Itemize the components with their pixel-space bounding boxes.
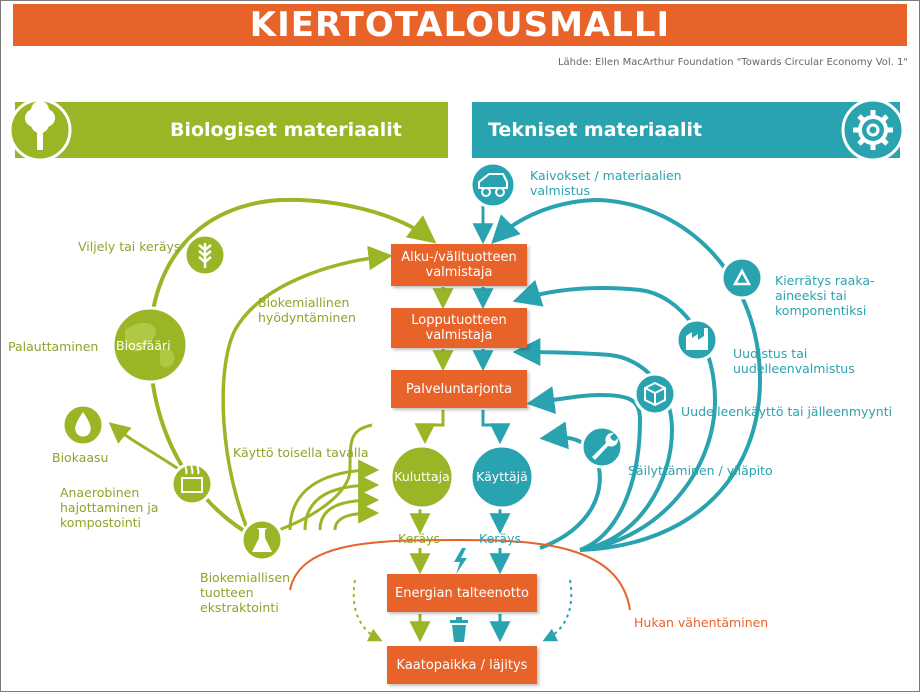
tree-icon [25, 101, 55, 150]
user-node [469, 444, 535, 510]
bio-header: Biologiset materiaalit [170, 119, 402, 141]
lightning-icon [454, 548, 467, 574]
maintenance-label: Säilyttäminen / ylläpito [628, 463, 773, 478]
factory-icon [686, 328, 708, 350]
reuse-label: Uudelleenkäyttö tai jälleenmyynti [681, 404, 893, 419]
biogas-label: Biokaasu [52, 450, 109, 465]
cascade-arcs [288, 459, 380, 531]
bio-collection-label: Keräys [398, 531, 440, 546]
trash-icon [450, 617, 468, 642]
cascades-label: Käyttö toisella tavalla [233, 445, 369, 460]
parts-manufacturer-box: Alku-/välituotteen valmistaja [391, 244, 527, 286]
energy-recovery-box: Energian talteenotto [387, 574, 537, 612]
drop-icon [75, 412, 91, 437]
recycle-icon [732, 268, 752, 286]
tech-header-band [472, 102, 900, 158]
tech-header: Tekniset materiaalit [488, 119, 703, 141]
restoration-label: Palauttaminen [8, 339, 99, 354]
box-icon [644, 381, 666, 407]
gear-badge [841, 98, 905, 162]
globe-icon [125, 322, 175, 368]
cultivation-label: Viljely tai keräys [78, 239, 181, 254]
truck-icon [478, 173, 508, 197]
extraction-label: Biokemiallisen tuotteen ekstraktointi [200, 570, 291, 615]
consumer-label: Kuluttaja [394, 469, 450, 484]
bio-cycle [108, 197, 437, 542]
wheat-icon [198, 243, 212, 268]
bio-header-band [15, 102, 448, 158]
flask-icon [252, 528, 272, 552]
biosphere-label: Biosfääri [116, 338, 171, 353]
mining-label: Kaivokset / materiaalien valmistus [530, 168, 682, 198]
anaerobic-label: Anaerobinen hajottaminen ja kompostointi [60, 485, 159, 530]
consumer-node [389, 444, 455, 510]
user-label: Käyttäjä [476, 469, 528, 484]
wrench-icon [592, 432, 619, 460]
diagram-title: KIERTOTALOUSMALLI [249, 5, 671, 45]
landfill-box: Kaatopaikka / läjitys [387, 646, 537, 684]
mining-node [469, 161, 517, 209]
center-arrows [409, 205, 511, 643]
source-note: Lähde: Ellen MacArthur Foundation "Towar… [557, 57, 908, 68]
biochemical-recovery-label: Biokemiallinen hyödyntäminen [258, 295, 356, 325]
recycling-label: Kierrätys raaka-aineeksi tai komponentik… [775, 273, 875, 318]
recycling-node [720, 256, 764, 300]
refurbish-label: Uudistus tai uudelleenvalmistus [733, 346, 855, 376]
title-bar: KIERTOTALOUSMALLI [13, 4, 907, 46]
tech-cycle [491, 197, 763, 552]
product-manufacturer-box: Lopputuotteen valmistaja [391, 308, 527, 348]
tech-collection-label: Keräys [479, 531, 521, 546]
gear-icon [853, 110, 893, 150]
leakage-arc [289, 538, 631, 642]
compost-icon [181, 463, 203, 493]
leakage-label: Hukan vähentäminen [634, 615, 769, 630]
service-provider-box: Palveluntarjonta [391, 370, 527, 408]
